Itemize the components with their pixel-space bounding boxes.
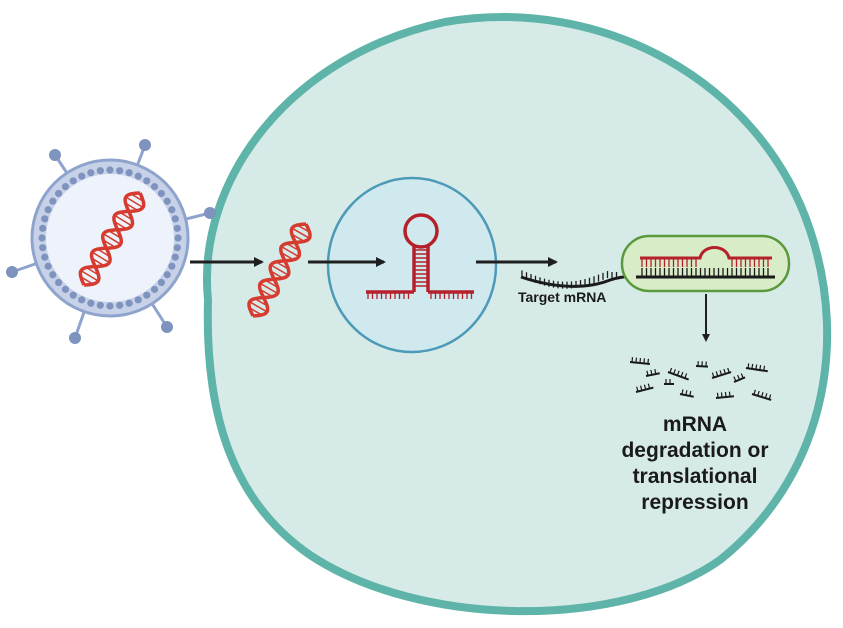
virus-particle-icon [6,139,216,344]
nucleus [326,176,498,354]
dna-helix-icon [247,222,312,318]
outcome-line: degradation or [621,439,769,462]
target-mrna-label: Target mRNA [518,289,606,305]
outcome-line: repression [641,491,749,514]
mrna-fragments-icon [629,357,772,401]
cell-membrane [203,13,832,616]
outcome-line: mRNA [662,413,728,436]
outcome-line: translational [632,465,758,488]
dna-helix-icon [78,191,146,287]
hairpin-rna-icon [366,213,474,299]
outcome-label: mRNA degradation or translational repres… [600,412,790,516]
risc-complex [620,234,791,293]
